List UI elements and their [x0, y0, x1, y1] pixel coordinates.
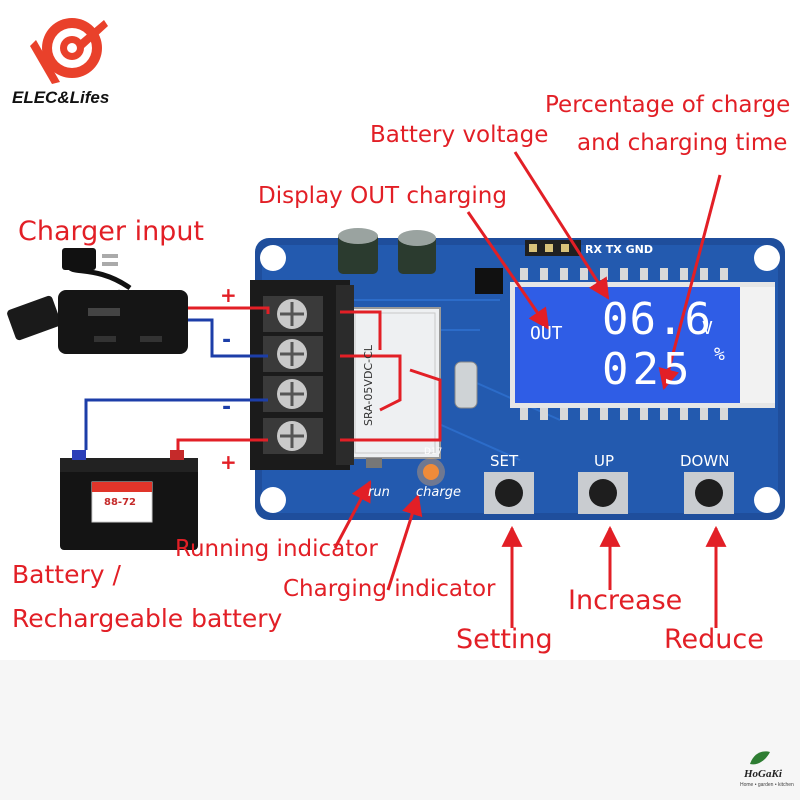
percentage-label-line1: Percentage of charge [545, 92, 791, 118]
increase-label: Increase [568, 585, 683, 616]
brand-name: ELEC&Lifes [12, 88, 110, 107]
battery-label-line2: Rechargeable battery [12, 604, 283, 633]
charge-led-icon [417, 458, 445, 486]
capacitor-icon [338, 228, 436, 274]
lcd-pins [520, 268, 728, 420]
run-led-icon [366, 458, 382, 468]
charger-adapter-icon [7, 248, 188, 354]
charging-indicator-label: Charging indicator [283, 576, 496, 602]
terminal-screw-icon [263, 296, 323, 332]
mount-hole [754, 245, 780, 271]
setting-label: Setting [456, 624, 553, 655]
wires [84, 306, 442, 450]
relay-label: SRA-05VDC-CL [362, 345, 375, 426]
battery-icon [60, 450, 198, 550]
charger-minus-sign: - [222, 328, 232, 353]
terminal-block [250, 280, 354, 470]
led-ref-label: D17 [424, 447, 443, 457]
background-strip [0, 660, 800, 800]
brand-logo-icon [30, 18, 108, 84]
charger-plus-sign: + [220, 283, 237, 307]
charge-led-label: charge [416, 485, 461, 500]
charger-input-label: Charger input [18, 216, 205, 247]
terminal-screw-icon [263, 376, 323, 412]
display-out-charging-label: Display OUT charging [258, 183, 507, 209]
lcd-mode: OUT [530, 323, 563, 344]
pin-header-icon [525, 240, 581, 256]
battery-minus-sign: - [222, 395, 232, 420]
down-button-icon [684, 472, 734, 514]
terminal-screw-icon [263, 418, 323, 454]
set-button-label: SET [490, 452, 519, 470]
run-led-label: run [368, 485, 390, 500]
crystal-icon [454, 361, 478, 409]
lcd-voltage-unit: V [702, 318, 713, 339]
reduce-label: Reduce [664, 624, 764, 655]
battery-label-line1: Battery / [12, 560, 121, 589]
mount-hole [260, 487, 286, 513]
watermark-leaf-icon [750, 751, 770, 765]
up-button-label: UP [594, 452, 615, 470]
lcd-display [510, 282, 775, 408]
watermark-tagline: Home • garden • kitchen [740, 782, 794, 788]
battery-sticker-text: 88-72 [104, 497, 136, 508]
pin-header-label: RX TX GND [585, 243, 653, 256]
battery-plus-sign: + [220, 450, 237, 474]
set-button-icon [484, 472, 534, 514]
lcd-percent: 025 [602, 344, 694, 395]
battery-voltage-label: Battery voltage [370, 122, 549, 148]
callout-arrows [333, 151, 727, 628]
lcd-percent-unit: % [714, 344, 725, 365]
up-button-icon [578, 472, 628, 514]
running-indicator-label: Running indicator [175, 536, 378, 562]
ic-chip-icon [475, 268, 503, 294]
terminal-screw-icon [263, 336, 323, 372]
mount-hole [260, 245, 286, 271]
mount-hole [754, 487, 780, 513]
watermark-name: HoGaKi [744, 768, 782, 780]
down-button-label: DOWN [680, 452, 730, 470]
percentage-label-line2: and charging time [577, 130, 788, 156]
lcd-voltage: 06.6 [602, 294, 712, 345]
